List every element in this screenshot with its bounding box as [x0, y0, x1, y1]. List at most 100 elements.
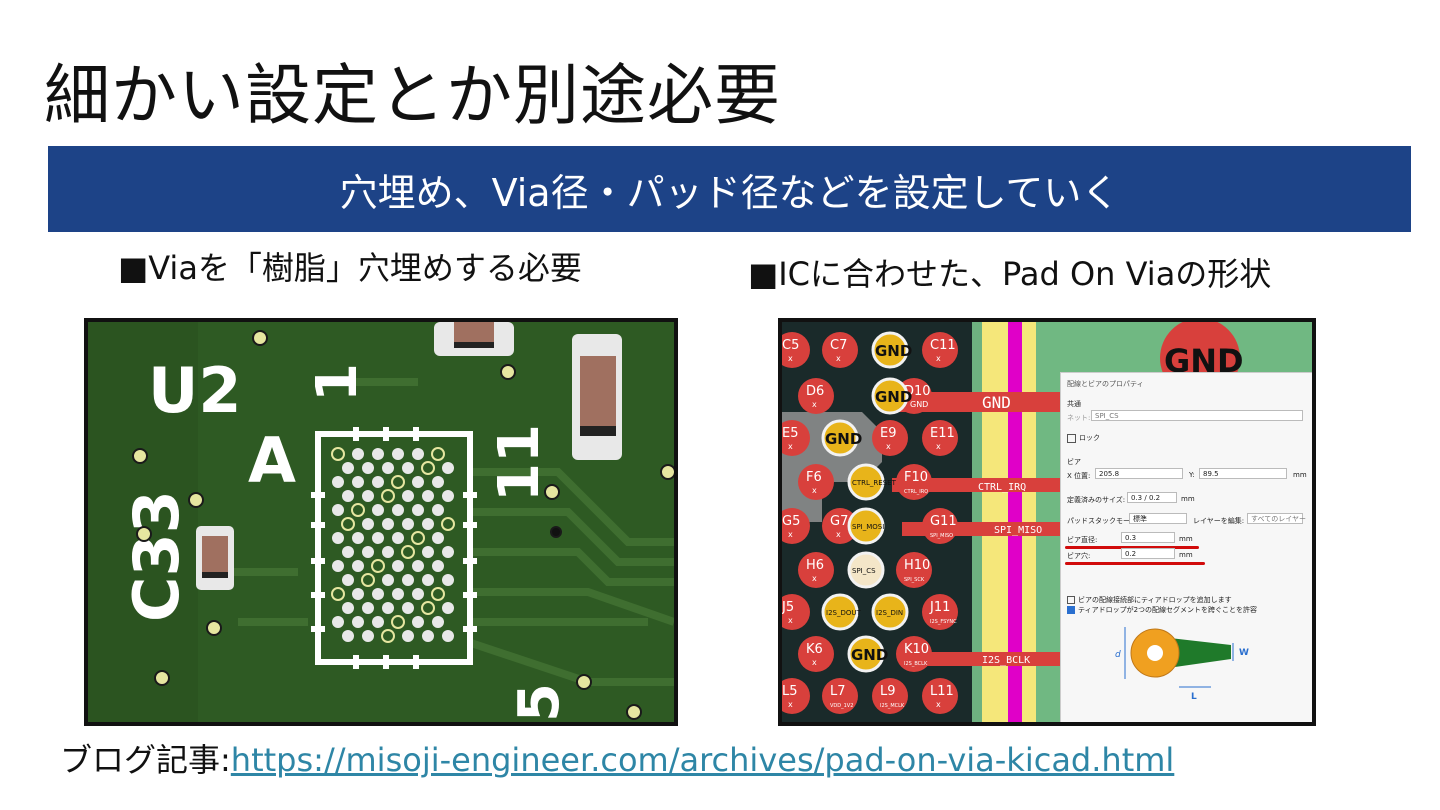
svg-text:SPI_MOSI: SPI_MOSI [852, 523, 884, 531]
teardrop-add-label: ビアの配線接続部にティアドロップを追加します [1078, 596, 1232, 604]
bga-pad-f6: F6x [798, 464, 834, 500]
bga-ball [362, 490, 374, 502]
via-gnd: GND [871, 377, 912, 415]
bga-ball [442, 574, 454, 586]
svg-text:E11: E11 [930, 426, 955, 441]
section-via: ビア [1067, 458, 1081, 466]
padstack-mode-label: パッドスタックモード: [1067, 517, 1140, 525]
svg-text:x: x [788, 354, 793, 363]
teardrop-two-checkbox[interactable] [1067, 606, 1075, 614]
svg-text:x: x [812, 486, 817, 495]
bga-ball [442, 490, 454, 502]
bga-ball [422, 546, 434, 558]
predefined-size-select[interactable]: 0.3 / 0.2 [1127, 492, 1177, 503]
bga-ball [392, 532, 404, 544]
y-unit: mm [1293, 471, 1307, 479]
bga-ball [352, 588, 364, 600]
banner-text: 穴埋め、Via径・パッド径などを設定していく [339, 170, 1120, 215]
teardrop-two-row[interactable]: ティアドロップが2つの配線セグメントを跨ぐことを許容 [1067, 605, 1257, 615]
lock-checkbox-row[interactable]: ロック [1067, 433, 1100, 443]
teardrop-add-checkbox[interactable] [1067, 596, 1075, 604]
bga-ball [411, 531, 425, 545]
bga-ball [372, 588, 384, 600]
svg-text:G7: G7 [830, 514, 848, 529]
bga-pad-array: C5xC7xD6xD10GNDE5xE9xE11xF6xF10CTRL_IRQG… [782, 332, 958, 714]
lock-checkbox[interactable] [1067, 433, 1076, 443]
svg-text:D10: D10 [904, 384, 931, 399]
pcb-left-drawing: U2 A C33 1 11 5 [88, 322, 674, 722]
silk-label-a: A [248, 424, 296, 497]
bga-ball [332, 560, 344, 572]
x-position-input[interactable]: 205.8 [1095, 468, 1183, 479]
bga-ball [422, 518, 434, 530]
bga-ball [342, 574, 354, 586]
svg-text:GND: GND [875, 388, 912, 406]
bga-ball [432, 616, 444, 628]
footer-blog-link: ブログ記事:https://misoji-engineer.com/archiv… [60, 740, 1174, 780]
silk-label-5: 5 [507, 683, 572, 722]
bga-ball [392, 560, 404, 572]
svg-text:x: x [812, 574, 817, 583]
dim-l-label: L [1191, 692, 1197, 701]
svg-text:x: x [936, 442, 941, 451]
svg-text:GND: GND [825, 430, 862, 448]
via-diameter-label: ビア直径: [1067, 536, 1098, 544]
bga-ball [332, 504, 344, 516]
bga-ball [401, 545, 415, 559]
bga-ball [372, 504, 384, 516]
via-diameter-input[interactable]: 0.3 [1121, 532, 1175, 543]
via-properties-dialog[interactable]: 配線とビアのプロパティ 共通 ネット: SPI_CS ロック ビア X 位置: … [1060, 372, 1312, 722]
bga-ball [362, 546, 374, 558]
bga-ball [342, 462, 354, 474]
via-diameter-unit: mm [1179, 535, 1193, 543]
bga-pad-g7: G7x [822, 508, 858, 544]
svg-text:L7: L7 [830, 684, 846, 699]
svg-text:x: x [812, 658, 817, 667]
bga-pad-c7: C7x [822, 332, 858, 368]
via-hole-input[interactable]: 0.2 [1121, 548, 1175, 559]
via-gnd: GND [871, 331, 912, 369]
svg-text:E5: E5 [782, 426, 799, 441]
bga-ball [402, 462, 414, 474]
bga-pad-j5: J5x [782, 594, 810, 630]
silk-label-u2: U2 [148, 354, 241, 427]
predefined-size-label: 定義済みのサイズ: [1067, 496, 1126, 504]
svg-text:CTRL_RESET: CTRL_RESET [852, 479, 897, 487]
edit-layer-select[interactable]: すべてのレイヤー [1247, 513, 1306, 524]
teardrop-add-row[interactable]: ビアの配線接続部にティアドロップを追加します [1067, 595, 1232, 605]
smd-resistor-top [434, 322, 514, 356]
bga-ball [362, 518, 374, 530]
edit-layer-label: レイヤーを編集: [1193, 517, 1245, 525]
trace-label-spi-miso: SPI_MISO [994, 525, 1042, 536]
svg-text:C11: C11 [930, 338, 956, 353]
bga-ball [432, 532, 444, 544]
bga-ball [402, 630, 414, 642]
svg-text:x: x [836, 354, 841, 363]
y-position-input[interactable]: 89.5 [1199, 468, 1287, 479]
bga-ball [372, 616, 384, 628]
bga-ball [332, 616, 344, 628]
svg-text:x: x [812, 400, 817, 409]
padstack-mode-select[interactable]: 標準 [1129, 513, 1187, 524]
trace-label-gnd: GND [982, 393, 1011, 412]
svg-text:GND: GND [875, 342, 912, 360]
svg-text:L5: L5 [782, 684, 798, 699]
via-spi-mosi: SPI_MOSI [847, 507, 885, 545]
svg-text:x: x [836, 530, 841, 539]
blog-url-link[interactable]: https://misoji-engineer.com/archives/pad… [230, 741, 1175, 779]
via-gnd: GND [847, 635, 888, 673]
bga-ball [371, 559, 385, 573]
bga-ball [372, 532, 384, 544]
net-select[interactable]: SPI_CS [1091, 410, 1303, 421]
bga-ball [422, 490, 434, 502]
bga-ball [392, 448, 404, 460]
bga-pad-k6: K6x [798, 636, 834, 672]
svg-text:C7: C7 [830, 338, 847, 353]
